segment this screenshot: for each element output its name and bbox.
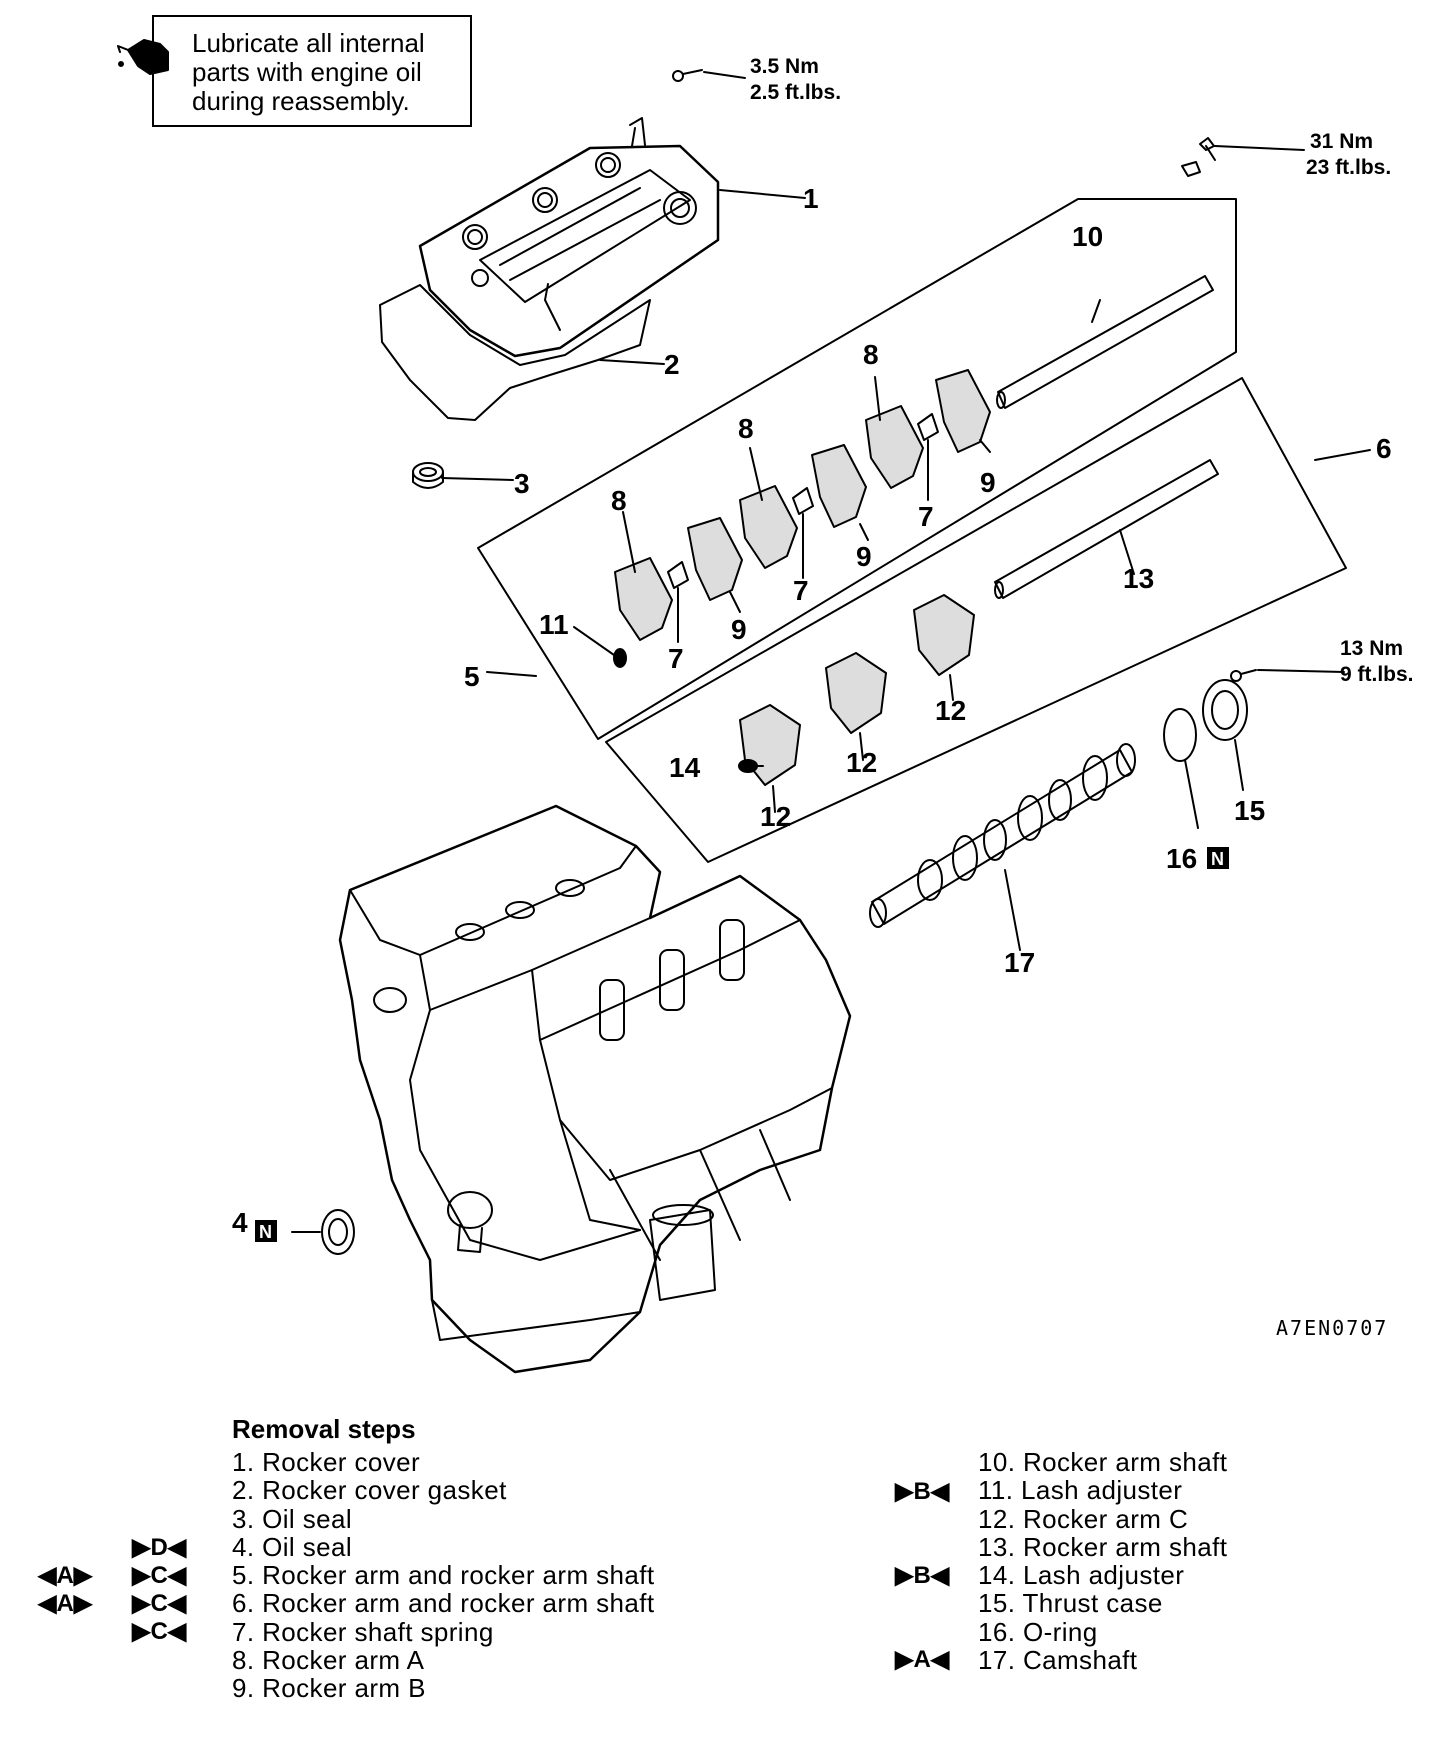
note-line: parts with engine oil — [192, 57, 422, 87]
svg-text:N: N — [1211, 849, 1224, 869]
callout-7-c: 7 — [918, 501, 934, 532]
callout-14: 14 — [669, 752, 701, 783]
callout-8-b: 8 — [738, 413, 754, 444]
removal-step: 5. Rocker arm and rocker arm shaft — [232, 1560, 655, 1591]
callout-15: 15 — [1234, 795, 1265, 826]
rocker-cover-part — [418, 117, 720, 358]
callout-5: 5 — [464, 661, 480, 692]
o-ring-part — [1163, 708, 1197, 762]
bolt-13nm — [1230, 669, 1257, 682]
callout-1: 1 — [803, 183, 819, 214]
rocker-arm-c-3 — [913, 594, 975, 676]
removal-step: 10. Rocker arm shaft — [978, 1447, 1228, 1477]
svg-text:N: N — [259, 1222, 272, 1242]
rocker-arm-a-2 — [739, 485, 798, 569]
callout-11: 11 — [539, 609, 569, 640]
rocker-arm-c-2 — [825, 652, 887, 734]
callout-8-c: 8 — [863, 339, 879, 370]
rocker-shaft-spring-2 — [792, 487, 814, 515]
bolt-3-5nm — [672, 69, 703, 82]
oil-seal-part-3 — [412, 462, 444, 489]
removal-step: 6. Rocker arm and rocker arm shaft — [232, 1588, 655, 1619]
removal-step: 1. Rocker cover — [232, 1447, 421, 1477]
callout-10: 10 — [1072, 221, 1103, 252]
callout-17: 17 — [1004, 947, 1035, 978]
callout-7-a: 7 — [668, 643, 684, 674]
note-line: during reassembly. — [192, 86, 410, 116]
service-mark: ▶B◀ — [895, 1478, 950, 1505]
callout-7-b: 7 — [793, 575, 809, 606]
note-line: Lubricate all internal — [192, 28, 425, 58]
torque-3-5nm-ftlbs: 2.5 ft.lbs. — [750, 81, 841, 104]
removal-step: 12. Rocker arm C — [978, 1503, 1189, 1534]
rocker-arm-b-2 — [811, 444, 867, 528]
rocker-arm-b-3 — [935, 369, 991, 453]
torque-13nm-ftlbs: 9 ft.lbs. — [1340, 663, 1414, 686]
drawing-code: A7EN0707 — [1276, 1316, 1389, 1340]
removal-step: 8. Rocker arm A — [232, 1645, 425, 1676]
torque-31nm-value: 31 Nm — [1310, 130, 1373, 153]
removal-step: 3. Oil seal — [232, 1503, 353, 1534]
callout-3: 3 — [514, 468, 530, 499]
rocker-arm-c-1 — [739, 704, 801, 786]
service-mark: ▶B◀ — [895, 1562, 950, 1589]
lash-adjuster-11 — [613, 648, 627, 668]
lubrication-note-text: Lubricate all internal parts with engine… — [192, 29, 462, 116]
callout-12-b: 12 — [846, 747, 877, 778]
removal-step: 2. Rocker cover gasket — [232, 1475, 507, 1506]
removal-step: 11. Lash adjuster — [978, 1475, 1183, 1506]
lubrication-note: Lubricate all internal parts with engine… — [152, 15, 472, 127]
non-reusable-mark-4: N — [255, 1220, 277, 1242]
torque-3-5nm-value: 3.5 Nm — [750, 55, 819, 78]
rocker-arm-a-1 — [614, 557, 673, 641]
bolt-31nm — [1181, 137, 1216, 177]
assembly-6-outline — [605, 377, 1347, 863]
rocker-arm-a-3 — [865, 405, 924, 489]
oil-can-icon — [117, 39, 169, 75]
removal-step: 4. Oil seal — [232, 1531, 353, 1562]
removal-step: 14. Lash adjuster — [978, 1560, 1185, 1591]
callout-9-b: 9 — [856, 541, 872, 572]
rocker-shaft-spring-3 — [917, 413, 939, 441]
rocker-arm-b-1 — [687, 517, 743, 601]
callout-13: 13 — [1123, 563, 1154, 594]
non-reusable-mark-16: N — [1207, 847, 1229, 869]
oil-seal-part-4 — [321, 1209, 355, 1255]
removal-step: 7. Rocker shaft spring — [232, 1616, 494, 1647]
rocker-arm-shaft-13 — [994, 459, 1219, 599]
rocker-shaft-spring-1 — [667, 561, 689, 589]
camshaft-part — [869, 743, 1136, 928]
engine-block-part — [338, 804, 852, 1374]
removal-step: 15. Thrust case — [978, 1588, 1163, 1619]
service-mark: ▶C◀ — [132, 1562, 187, 1589]
callout-9-c: 9 — [980, 467, 996, 498]
callout-4: 4 — [232, 1207, 248, 1238]
thrust-case-part — [1202, 679, 1248, 741]
callout-6: 6 — [1376, 433, 1392, 464]
callout-2: 2 — [664, 349, 680, 380]
service-mark: ◀A▶ — [38, 1590, 93, 1617]
removal-steps-title: Removal steps — [232, 1414, 416, 1444]
removal-step: 13. Rocker arm shaft — [978, 1531, 1228, 1562]
service-mark: ◀A▶ — [38, 1562, 93, 1589]
service-mark: ▶C◀ — [132, 1618, 187, 1645]
callout-9-a: 9 — [731, 614, 747, 645]
service-mark: ▶D◀ — [132, 1534, 187, 1561]
rocker-cover-gasket-part — [379, 284, 651, 421]
service-mark: ▶A◀ — [895, 1646, 950, 1673]
callout-12-a: 12 — [760, 801, 791, 832]
removal-step: 9. Rocker arm B — [232, 1673, 426, 1704]
callout-16: 16 — [1166, 843, 1197, 874]
torque-31nm-ftlbs: 23 ft.lbs. — [1306, 156, 1391, 179]
callout-12-c: 12 — [935, 695, 966, 726]
removal-step: 16. O-ring — [978, 1616, 1098, 1647]
callout-8-a: 8 — [611, 485, 627, 516]
rocker-arm-shaft-10 — [997, 275, 1214, 409]
assembly-5-outline — [477, 198, 1237, 740]
torque-13nm-value: 13 Nm — [1340, 637, 1403, 660]
removal-step: 17. Camshaft — [978, 1645, 1138, 1676]
service-mark: ▶C◀ — [132, 1590, 187, 1617]
